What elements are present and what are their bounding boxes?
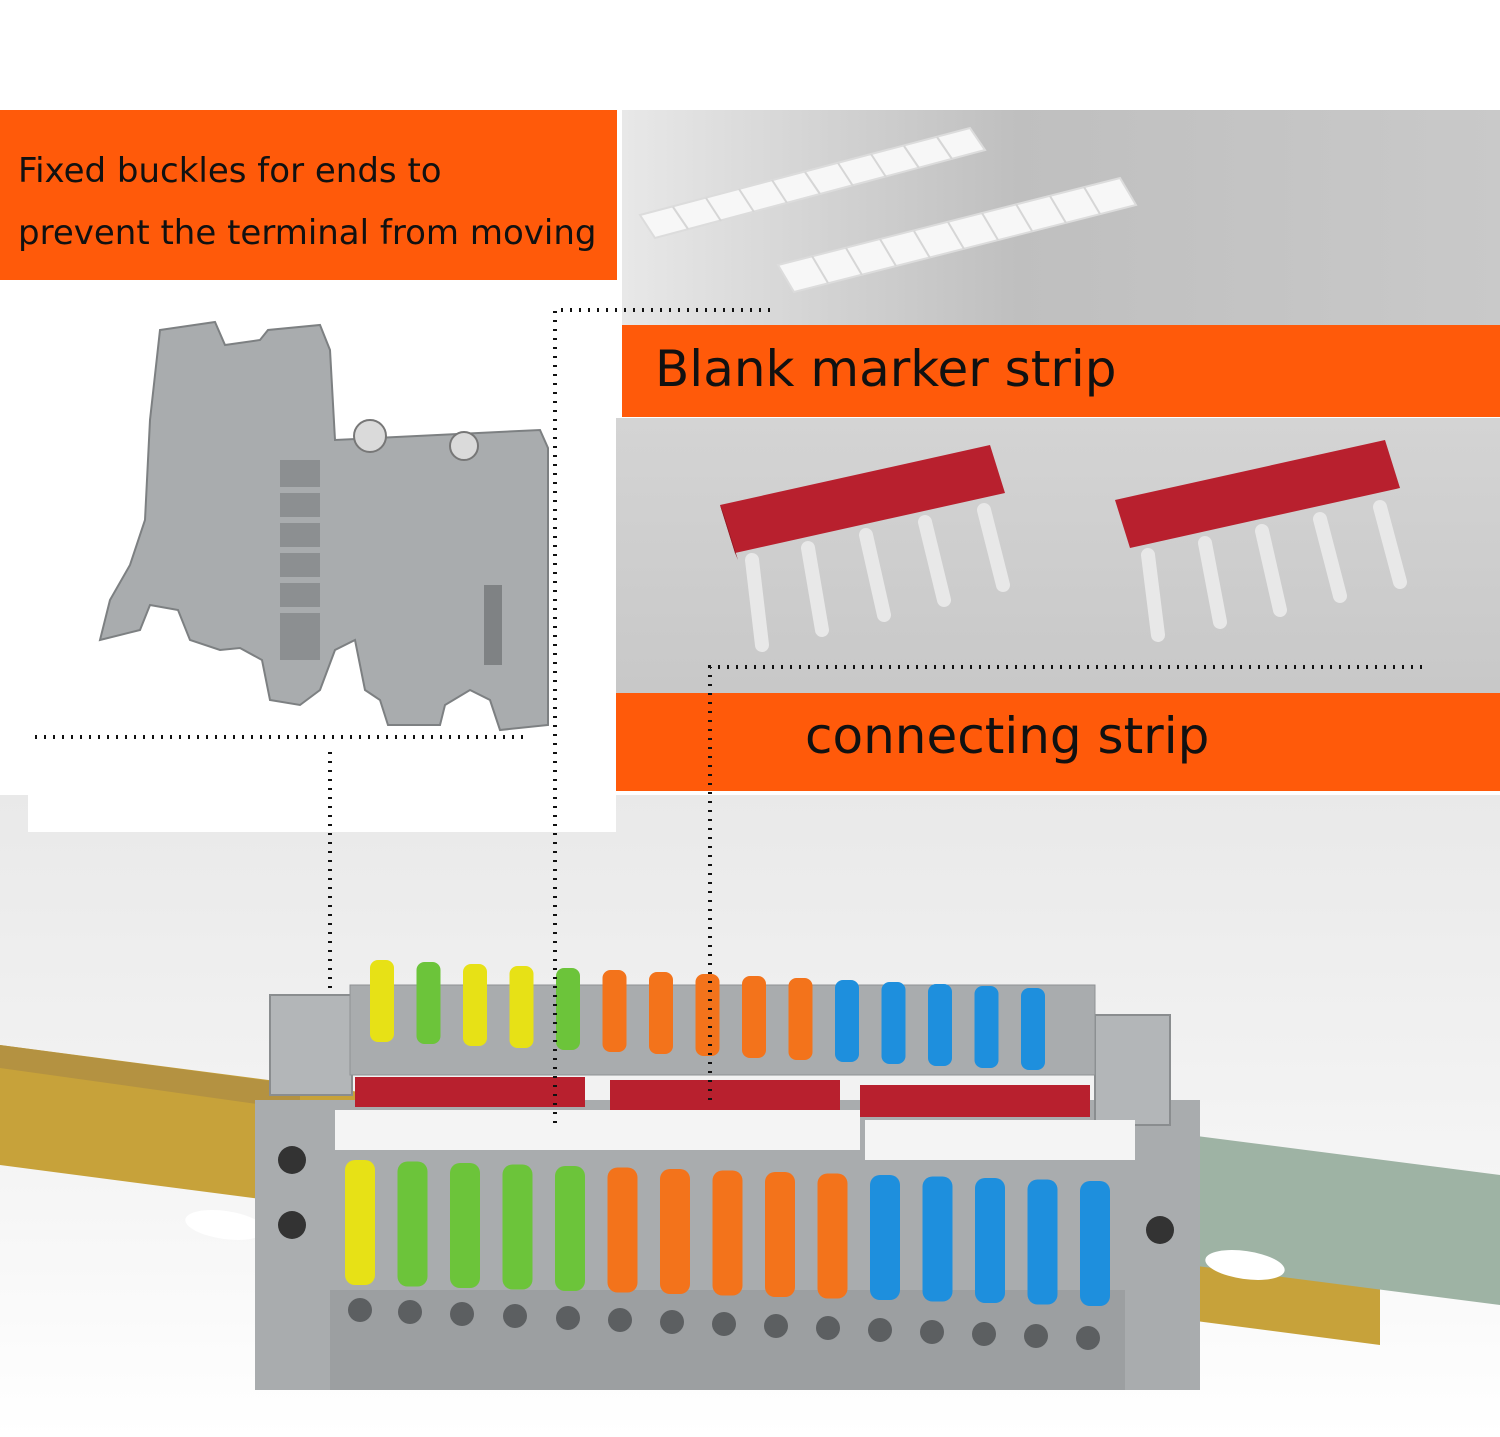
top-lever-2 [416,962,441,1044]
top-lever-row [370,960,1045,1070]
top-lever-14 [974,986,999,1068]
connecting-strip-label: connecting strip [805,707,1210,765]
connecting-strip-image [720,440,1407,652]
bottom-lever-6 [607,1167,638,1293]
end-stop-label-line2: prevent the terminal from moving [18,213,597,253]
bottom-lever-3 [450,1163,480,1288]
connecting-strip-banner [616,693,1500,791]
marker-strip-label: Blank marker strip [655,340,1117,398]
bottom-lever-5 [555,1166,585,1291]
connecting-strip-leader [708,665,1422,1100]
top-lever-1 [370,960,394,1042]
jumper-left [720,445,1010,652]
jumper-right [1115,440,1407,642]
top-lever-5 [556,968,580,1050]
top-lever-15 [1021,988,1045,1070]
leader-lines [35,308,1422,1130]
end-stop-label-line1: Fixed buckles for ends to [18,151,442,191]
bottom-lever-11 [870,1175,900,1300]
top-lever-12 [881,982,906,1064]
marker-strip-banner [622,325,1500,417]
end-stop-banner [0,110,617,280]
bottom-lever-row [345,1160,1110,1306]
bottom-lever-2 [397,1161,428,1287]
bottom-lever-8 [712,1170,743,1296]
end-stop-image [98,320,549,732]
bottom-lever-7 [660,1169,690,1294]
bottom-lever-9 [765,1172,795,1297]
top-lever-9 [742,976,766,1058]
top-lever-7 [649,972,673,1054]
end-stop-label: Fixed buckles for ends to prevent the te… [18,140,613,264]
top-lever-6 [602,970,627,1052]
bottom-lever-15 [1080,1181,1110,1306]
bottom-lever-1 [345,1160,375,1285]
marker-strip-image [638,126,1138,294]
bottom-lever-10 [817,1173,848,1299]
top-lever-3 [463,964,487,1046]
top-lever-4 [509,966,534,1048]
bottom-lever-4 [502,1164,533,1290]
white-overlay-panel [28,740,616,832]
top-lever-8 [695,974,720,1056]
top-lever-11 [835,980,859,1062]
top-lever-10 [788,978,813,1060]
top-lever-13 [928,984,952,1066]
bottom-lever-14 [1027,1179,1058,1305]
bottom-lever-13 [975,1178,1005,1303]
bottom-lever-12 [922,1176,953,1302]
